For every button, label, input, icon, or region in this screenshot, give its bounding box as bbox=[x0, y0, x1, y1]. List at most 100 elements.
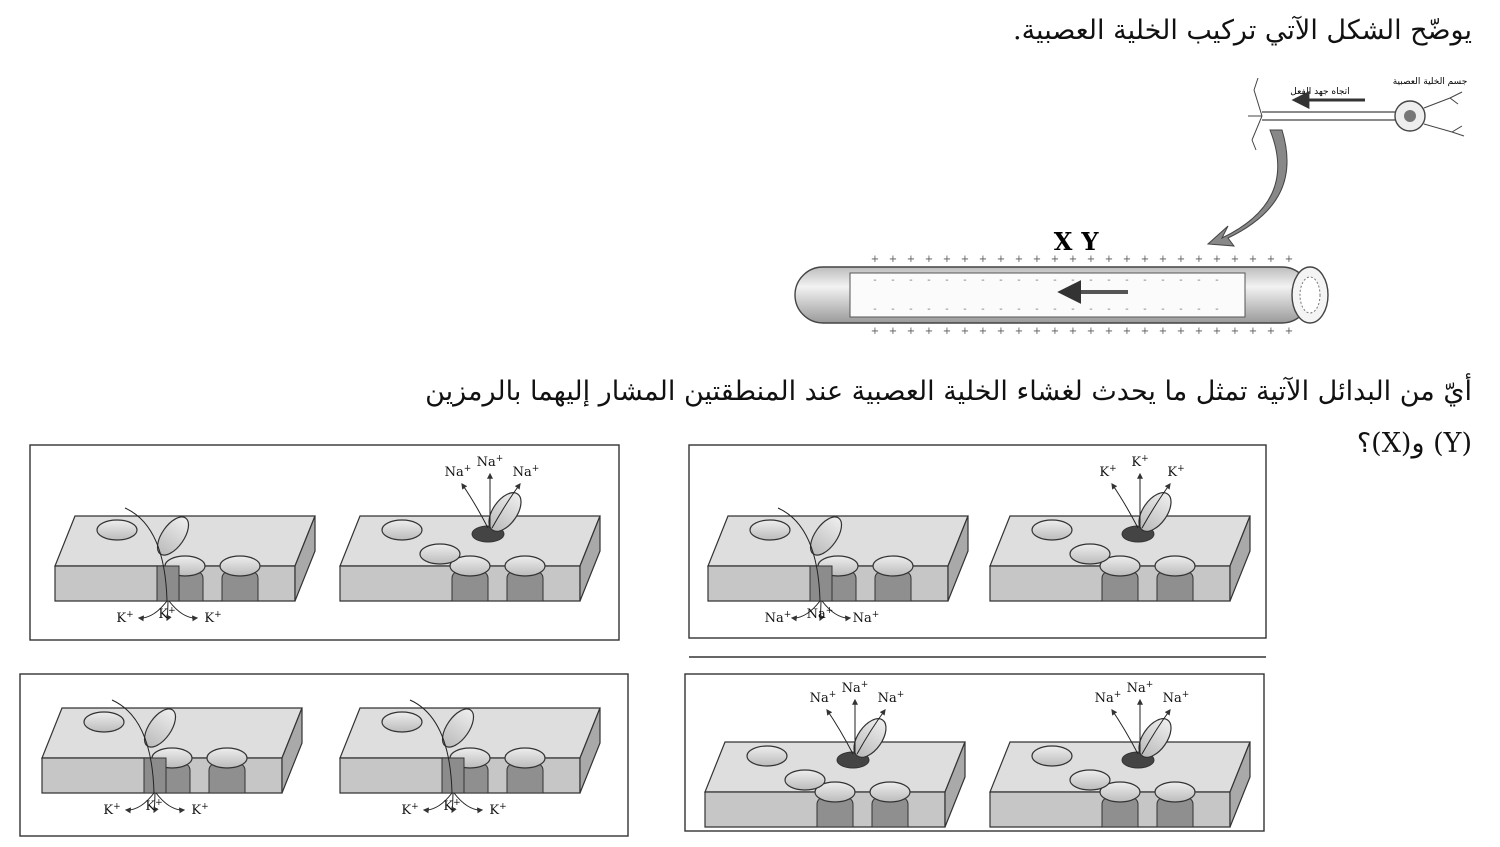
charge-plus: + bbox=[1285, 254, 1293, 265]
ion-label: K+ bbox=[401, 802, 418, 818]
question-text: أيّ من البدائل الآتية تمثل ما يحدث لغشاء… bbox=[425, 376, 1472, 459]
ion-label: Na+ bbox=[1095, 690, 1122, 706]
charge-minus: - bbox=[1053, 275, 1056, 286]
charge-plus: + bbox=[1141, 254, 1149, 265]
charge-plus: + bbox=[1177, 326, 1185, 337]
option-box-top-right[interactable] bbox=[688, 444, 1267, 639]
zoom-arrow bbox=[1206, 129, 1288, 247]
ion-label: Na+ bbox=[445, 464, 472, 480]
axon-small bbox=[1262, 111, 1396, 121]
charge-minus: - bbox=[945, 304, 948, 315]
charge-plus: + bbox=[1069, 326, 1077, 337]
ion-label: Na+ bbox=[853, 610, 880, 626]
charge-plus: + bbox=[1123, 254, 1131, 265]
ion-label: Na+ bbox=[810, 690, 837, 706]
charge-minus: - bbox=[1089, 304, 1092, 315]
ion-label: K+ bbox=[204, 610, 221, 626]
charge-plus: + bbox=[979, 326, 987, 337]
intro-text: يوضّح الشكل الآتي تركيب الخلية العصبية. bbox=[1013, 15, 1472, 46]
ion-label: K+ bbox=[1099, 464, 1116, 480]
ion-label: Na+ bbox=[842, 680, 869, 696]
mark-y: Y bbox=[1080, 227, 1099, 256]
charge-minus: - bbox=[1071, 275, 1074, 286]
ion-label: Na+ bbox=[1127, 680, 1154, 696]
charge-plus: + bbox=[1069, 254, 1077, 265]
ion-label: Na+ bbox=[878, 690, 905, 706]
charge-minus: - bbox=[1071, 304, 1074, 315]
membrane-block: K+ K+ K+ bbox=[339, 699, 601, 818]
charge-plus: + bbox=[1123, 326, 1131, 337]
ion-label: K+ bbox=[489, 802, 506, 818]
charge-plus: + bbox=[961, 326, 969, 337]
charge-minus: - bbox=[1125, 275, 1128, 286]
charge-minus: - bbox=[1107, 304, 1110, 315]
charge-plus: + bbox=[1195, 326, 1203, 337]
charge-minus: - bbox=[945, 275, 948, 286]
charge-minus: - bbox=[999, 275, 1002, 286]
charge-plus: + bbox=[1249, 326, 1257, 337]
membrane-block: K+K+K+ bbox=[41, 699, 303, 818]
charge-minus: - bbox=[1017, 275, 1020, 286]
charge-plus: + bbox=[1267, 254, 1275, 265]
cell-body-label: جسم الخلية العصبية bbox=[1393, 77, 1468, 87]
neuron-diagram: جسم الخلية العصبية اتجاه جهد الفعل bbox=[1206, 77, 1468, 247]
charge-plus: + bbox=[1015, 326, 1023, 337]
ion-label: K+ bbox=[145, 798, 162, 814]
charge-minus: - bbox=[1179, 275, 1182, 286]
charge-minus: - bbox=[1143, 304, 1146, 315]
charge-plus: + bbox=[1231, 254, 1239, 265]
charge-minus: - bbox=[1035, 304, 1038, 315]
charge-plus: + bbox=[1267, 326, 1275, 337]
charge-plus: + bbox=[871, 326, 879, 337]
membrane-charges: ++++++++++++++++++++++++++++++++++++++++… bbox=[871, 254, 1293, 337]
membrane-block: K+ K+ K+ bbox=[54, 507, 316, 626]
charge-minus: - bbox=[981, 304, 984, 315]
charge-plus: + bbox=[1285, 326, 1293, 337]
charge-plus: + bbox=[907, 254, 915, 265]
charge-plus: + bbox=[1105, 326, 1113, 337]
ion-label: Na+ bbox=[477, 454, 504, 470]
charge-minus: - bbox=[999, 304, 1002, 315]
charge-minus: - bbox=[1197, 304, 1200, 315]
nucleus bbox=[1404, 110, 1416, 122]
ion-label: K+ bbox=[116, 610, 133, 626]
option-box-top-left[interactable] bbox=[29, 444, 620, 641]
ion-label: K+ bbox=[1167, 464, 1184, 480]
membrane-block: Na+Na+Na+ bbox=[707, 507, 969, 626]
charge-plus: + bbox=[889, 326, 897, 337]
ion-label: Na+ bbox=[1163, 690, 1190, 706]
charge-minus: - bbox=[963, 275, 966, 286]
impulse-direction-label: اتجاه جهد الفعل bbox=[1290, 87, 1349, 97]
membrane-diagrams: Na+ Na+ Na+ K+ K+ K+ K+ K+ K+ Na+ Na+ Na+ Na+ Na+ Na+ N… bbox=[41, 454, 1251, 828]
charge-plus: + bbox=[1051, 254, 1059, 265]
ion-label: K+ bbox=[158, 606, 175, 622]
option-box-bottom-left[interactable] bbox=[19, 673, 629, 837]
charge-minus: - bbox=[1215, 304, 1218, 315]
charge-plus: + bbox=[889, 254, 897, 265]
charge-plus: + bbox=[1033, 254, 1041, 265]
membrane-block: Na+ Na+ Na+ bbox=[989, 680, 1251, 828]
charge-minus: - bbox=[1125, 304, 1128, 315]
charge-plus: + bbox=[997, 326, 1005, 337]
charge-minus: - bbox=[873, 275, 876, 286]
charge-plus: + bbox=[943, 326, 951, 337]
charge-minus: - bbox=[1035, 275, 1038, 286]
charge-plus: + bbox=[1213, 254, 1221, 265]
ion-label: K+ bbox=[443, 798, 460, 814]
charge-plus: + bbox=[943, 254, 951, 265]
membrane-block: Na+ Na+ Na+ bbox=[704, 680, 966, 828]
charge-plus: + bbox=[1195, 254, 1203, 265]
charge-plus: + bbox=[1033, 326, 1041, 337]
charge-plus: + bbox=[871, 254, 879, 265]
charge-plus: + bbox=[1087, 326, 1095, 337]
charge-minus: - bbox=[963, 304, 966, 315]
ion-label: Na+ bbox=[513, 464, 540, 480]
charge-minus: - bbox=[927, 275, 930, 286]
charge-plus: + bbox=[979, 254, 987, 265]
option-box-bottom-right[interactable] bbox=[684, 673, 1265, 832]
charge-plus: + bbox=[1087, 254, 1095, 265]
membrane-block: K+K+K+ bbox=[989, 454, 1251, 602]
charge-minus: - bbox=[927, 304, 930, 315]
charge-minus: - bbox=[1143, 275, 1146, 286]
